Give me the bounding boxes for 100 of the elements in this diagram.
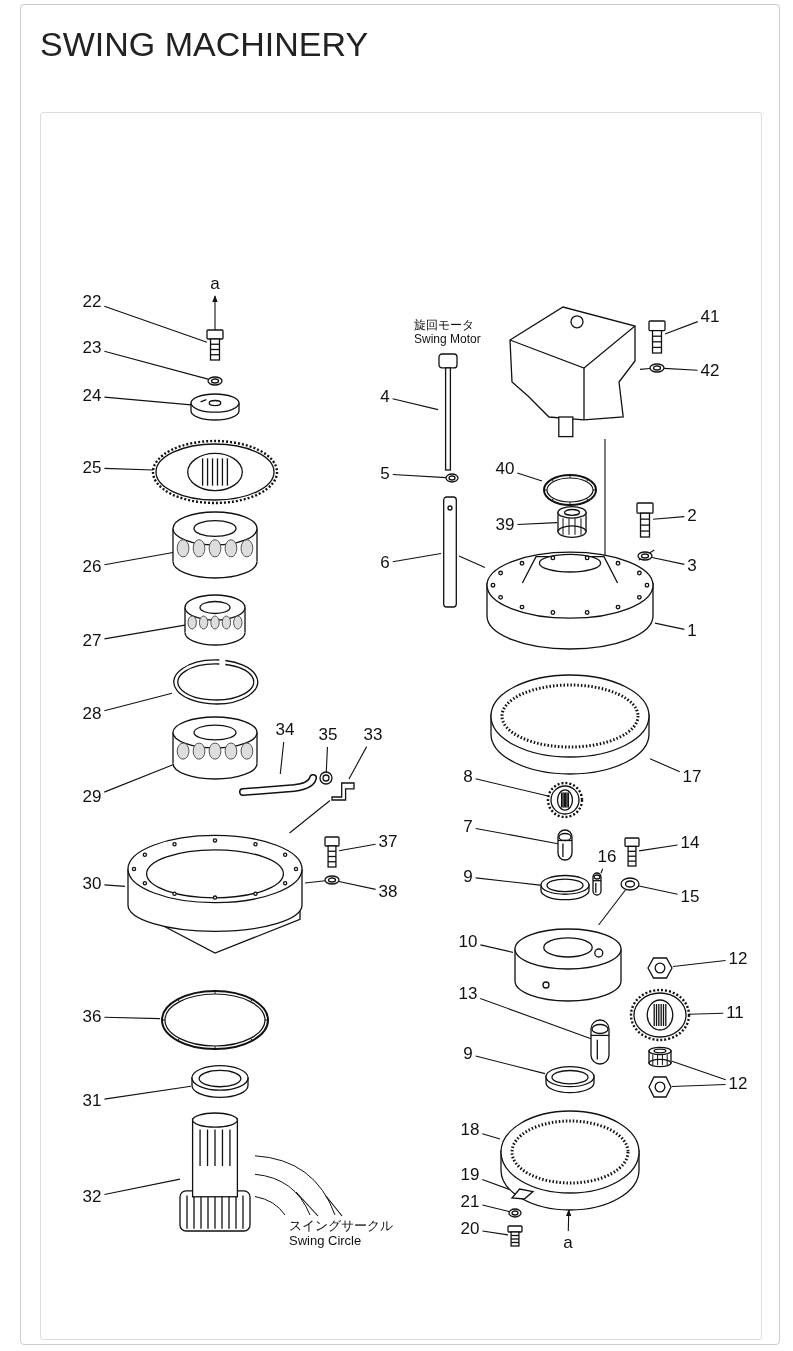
callout-number: 35 — [318, 726, 338, 744]
leader-line — [638, 885, 679, 895]
lock-plate-drawing — [510, 1188, 534, 1200]
leader-line — [295, 1191, 319, 1217]
leader-line — [325, 746, 328, 773]
callout-number: 1 — [687, 622, 697, 640]
alignment-line — [289, 799, 331, 834]
leader-line — [103, 764, 174, 793]
leader-line — [475, 827, 559, 845]
callout-number: 15 — [680, 888, 700, 906]
leader-line — [600, 868, 604, 874]
callout-number: 34 — [275, 721, 295, 739]
callout-number: 6 — [380, 554, 390, 572]
leader-line — [479, 997, 592, 1040]
snap-ring-drawing — [172, 659, 258, 705]
title: SWING MACHINERY — [40, 24, 369, 64]
leader-line — [649, 758, 681, 773]
callout-number: 5 — [380, 465, 390, 483]
pin-drawing — [558, 830, 572, 860]
leader-line — [516, 472, 543, 482]
callout-number: 20 — [460, 1220, 480, 1238]
leader-line — [103, 467, 154, 471]
leader-line — [103, 396, 192, 406]
gear-drawing — [548, 783, 582, 817]
bolt-drawing — [508, 1226, 522, 1246]
leader-line — [103, 305, 208, 343]
callout-number: 23 — [82, 339, 102, 357]
bolt-drawing — [207, 330, 223, 360]
leader-line — [103, 884, 126, 887]
callout-number: 27 — [82, 632, 102, 650]
leader-line — [481, 1204, 510, 1213]
plate-drawing — [191, 394, 239, 420]
leader-line — [392, 398, 439, 411]
callout-number: 39 — [495, 516, 515, 534]
leader-line — [663, 367, 699, 371]
dipstick-drawing — [438, 354, 458, 470]
callout-number: 25 — [82, 459, 102, 477]
washer-drawing — [325, 876, 339, 884]
leader-line — [671, 1060, 727, 1081]
bolt-drawing — [637, 503, 653, 537]
leader-line — [638, 844, 679, 852]
callout-number: 32 — [82, 1188, 102, 1206]
callout-number: 17 — [682, 768, 702, 786]
callout-number: 13 — [458, 985, 478, 1003]
bolt-drawing — [625, 838, 639, 866]
pin-drawing — [593, 873, 601, 895]
callout-number: 40 — [495, 460, 515, 478]
washer-drawing — [650, 364, 664, 372]
leader-line — [103, 692, 173, 712]
callout-number: a — [210, 275, 220, 293]
callout-number: 11 — [726, 1004, 744, 1022]
leader-line — [103, 1178, 181, 1196]
callout-number: 22 — [82, 293, 102, 311]
bolt-drawing — [649, 321, 665, 353]
callout-number: 8 — [463, 768, 473, 786]
callout-number: 7 — [463, 818, 473, 836]
callout-number: 42 — [700, 362, 720, 380]
callout-number: 30 — [82, 875, 102, 893]
shaft-drawing — [180, 1113, 250, 1231]
washer-drawing — [208, 377, 222, 385]
gear-drawing — [631, 990, 689, 1040]
washer-drawing — [320, 772, 332, 784]
washer-drawing — [446, 474, 458, 482]
callout-number: 9 — [463, 1045, 473, 1063]
leader-line — [475, 877, 541, 886]
callout-number: 36 — [82, 1008, 102, 1026]
o-ring-drawing — [160, 989, 270, 1051]
callout-number: 38 — [378, 883, 398, 901]
pin-drawing — [591, 1020, 609, 1064]
case-drawing — [125, 833, 305, 953]
nut-drawing — [647, 957, 673, 979]
leader-line — [338, 843, 377, 852]
leader-line — [279, 741, 285, 775]
bushing-drawing — [557, 506, 587, 538]
leader-line — [516, 522, 558, 525]
arrow — [565, 1209, 572, 1232]
leader-line — [651, 556, 685, 565]
washer-drawing — [621, 878, 639, 890]
leader-line — [652, 516, 685, 520]
washer-drawing — [509, 1209, 521, 1217]
callout-number: a — [563, 1234, 573, 1252]
leader-line — [392, 552, 442, 563]
ring-gear-drawing — [490, 674, 650, 774]
callout-number: 16 — [597, 848, 617, 866]
callout-number: 24 — [82, 387, 102, 405]
leader-line — [103, 350, 209, 380]
leader-line — [103, 624, 186, 640]
leader-line — [475, 1055, 546, 1075]
part-label: 旋回モータ Swing Motor — [414, 318, 482, 346]
callout-number: 18 — [460, 1121, 480, 1139]
callout-number: 29 — [82, 788, 102, 806]
callout-number: 14 — [680, 834, 700, 852]
callout-number: 19 — [460, 1166, 480, 1184]
bearing-drawing — [173, 512, 257, 578]
bushing-drawing — [648, 1047, 672, 1067]
seal-drawing — [540, 875, 590, 901]
callout-number: 3 — [687, 557, 697, 575]
leader-line — [348, 746, 368, 780]
bearing-drawing — [173, 717, 257, 779]
pipe-drawing — [441, 497, 459, 607]
